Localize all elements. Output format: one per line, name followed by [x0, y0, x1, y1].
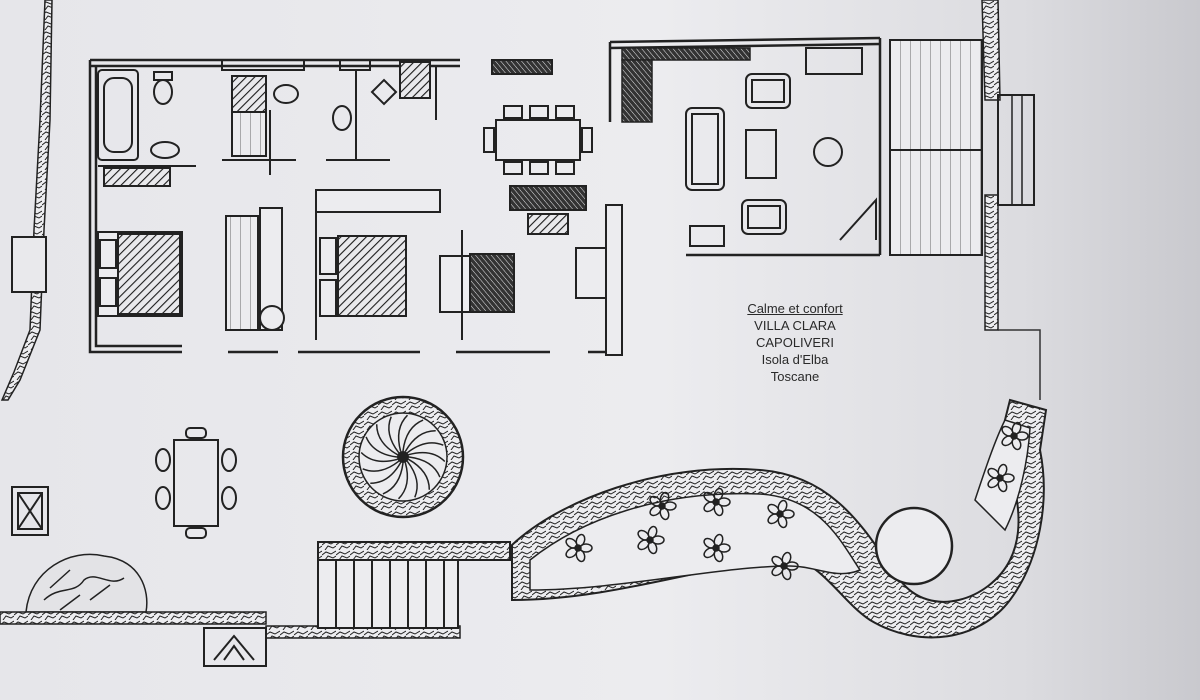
bedroom-3: [439, 185, 623, 356]
bedroom-1: [97, 231, 183, 317]
outdoor-shower: [11, 486, 49, 536]
left-gate-post: [11, 236, 47, 293]
bottom-stone-wall: [0, 611, 267, 625]
living-room-furniture: [685, 47, 877, 247]
caption-region: Toscane: [770, 369, 820, 384]
wooden-terrace: [889, 39, 983, 256]
shrub: [25, 553, 148, 613]
kitchen-counter-side: [621, 59, 653, 123]
curved-stone-planter: [511, 398, 1048, 639]
kitchen-counter-top: [621, 47, 751, 61]
outdoor-dining-table: [155, 427, 237, 539]
bathroom-1: [97, 69, 196, 187]
bedroom-2: [225, 189, 441, 340]
garden-fence-right: [998, 329, 1041, 400]
round-mosaic-terrace: [341, 395, 465, 519]
caption-island: Isola d'Elba: [761, 352, 829, 367]
left-stone-wall: [0, 0, 53, 401]
garden-steps: [317, 541, 511, 629]
garden-drain: [203, 627, 267, 667]
window-bay-right: [997, 94, 1035, 206]
bathroom-2: [221, 59, 305, 175]
caption-town: CAPOLIVERI: [755, 335, 835, 350]
bathroom-3: [326, 59, 437, 161]
dining-table-interior: [483, 59, 593, 175]
caption-villa-name: VILLA CLARA: [754, 318, 836, 333]
caption-tagline: Calme et confort: [747, 301, 843, 316]
plan-caption: Calme et confort VILLA CLARA CAPOLIVERI …: [700, 300, 890, 385]
